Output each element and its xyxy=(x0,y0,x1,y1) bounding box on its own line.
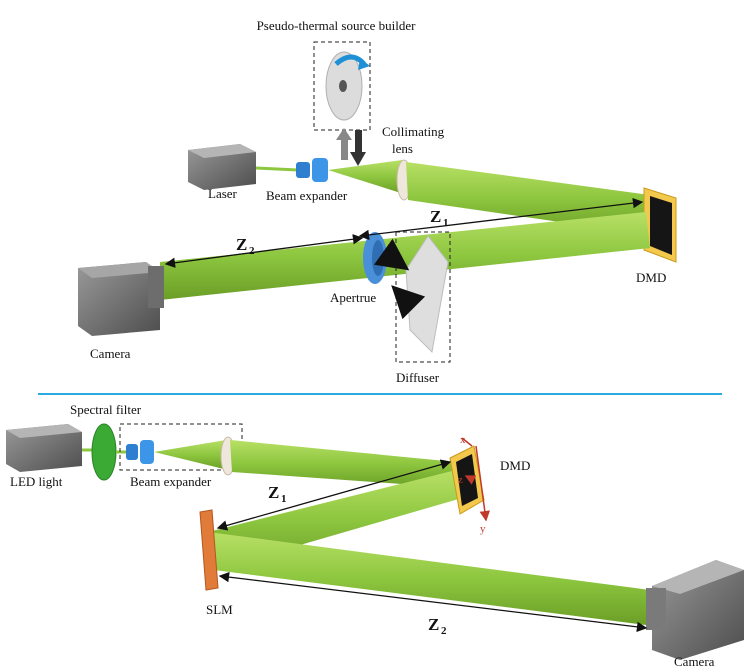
remove-down-arrow-icon xyxy=(350,152,366,166)
axis-y-label: y xyxy=(480,523,486,535)
diffuser-label: Diffuser xyxy=(396,370,440,385)
diffuser-in-arrow-icon xyxy=(373,238,410,271)
bottom-z2-label: Z xyxy=(428,615,439,634)
led-light-label: LED light xyxy=(10,474,63,489)
axis-x-label: x xyxy=(460,434,466,446)
remove-arrow-shaft xyxy=(355,130,362,154)
camera-top-lens xyxy=(148,266,164,308)
laser-thin-beam xyxy=(255,166,299,172)
camera-top-face xyxy=(78,262,160,278)
top-camera-label: Camera xyxy=(90,346,131,361)
spectral-filter xyxy=(91,423,117,481)
laser-top-face xyxy=(188,144,256,158)
top-z2-label: Z xyxy=(236,235,247,254)
led-light-top-face xyxy=(6,424,82,438)
collimating-label-line1: Collimating xyxy=(382,124,445,139)
top-z2-subscript: 2 xyxy=(249,245,255,257)
bottom-camera-lens xyxy=(646,588,666,630)
bottom-z1-distance-arrow xyxy=(216,459,452,531)
diffuser-plate xyxy=(405,235,449,354)
bottom-camera-label: Camera xyxy=(674,654,715,669)
bottom-expanding-beam xyxy=(154,440,228,470)
bottom-beam-to-camera xyxy=(208,532,654,626)
axis-x-line xyxy=(461,437,473,447)
z2-distance-arrow xyxy=(164,234,364,268)
beam-to-camera xyxy=(160,212,650,300)
axis-z-arrow xyxy=(464,475,477,485)
collimating-label-line2: lens xyxy=(392,141,413,156)
beam-expander-lens-1 xyxy=(296,162,310,178)
laser-label: Laser xyxy=(208,186,238,201)
expanding-beam xyxy=(328,160,404,194)
spectral-filter-label: Spectral filter xyxy=(70,402,142,417)
top-setup: Pseudo-thermal source builder Collimatin… xyxy=(78,18,677,385)
dmd-chip xyxy=(650,196,672,255)
rotation-arrowhead-icon xyxy=(358,58,370,70)
bottom-z1-label: Z xyxy=(268,483,279,502)
z1-distance-arrow xyxy=(358,197,644,241)
insert-up-arrow-icon xyxy=(336,128,352,140)
bottom-camera-top-face xyxy=(652,560,744,594)
bottom-beam-expander-lens-2 xyxy=(140,440,154,464)
disk-hub xyxy=(339,80,347,92)
diffuser-out-arrow-icon xyxy=(391,285,426,320)
bottom-z2-distance-arrow xyxy=(218,571,648,633)
bottom-z1-subscript: 1 xyxy=(281,493,287,505)
pseudo-thermal-label: Pseudo-thermal source builder xyxy=(257,18,417,33)
insert-arrow-shaft xyxy=(341,138,348,160)
top-beam-expander-label: Beam expander xyxy=(266,188,348,203)
axis-z-label: z xyxy=(458,474,463,486)
top-dmd-label: DMD xyxy=(636,270,666,285)
axis-y-arrow xyxy=(475,445,490,522)
slm-panel xyxy=(199,509,219,591)
slm-label: SLM xyxy=(206,602,233,617)
beam-expander-lens-2 xyxy=(312,158,328,182)
top-z1-subscript: 1 xyxy=(443,217,449,229)
pseudo-thermal-box xyxy=(313,41,371,131)
top-z1-label: Z xyxy=(430,207,441,226)
bottom-beam-expander-label: Beam expander xyxy=(130,474,212,489)
bottom-setup: x y z Spectral filter LED light Beam exp… xyxy=(6,402,744,669)
bottom-beam-expander-lens-1 xyxy=(126,444,138,460)
aperture-hole xyxy=(372,240,384,276)
aperture-label: Apertrue xyxy=(330,290,376,305)
bottom-z2-subscript: 2 xyxy=(441,625,447,637)
camera-top-body xyxy=(78,262,160,336)
bottom-dmd-label: DMD xyxy=(500,458,530,473)
